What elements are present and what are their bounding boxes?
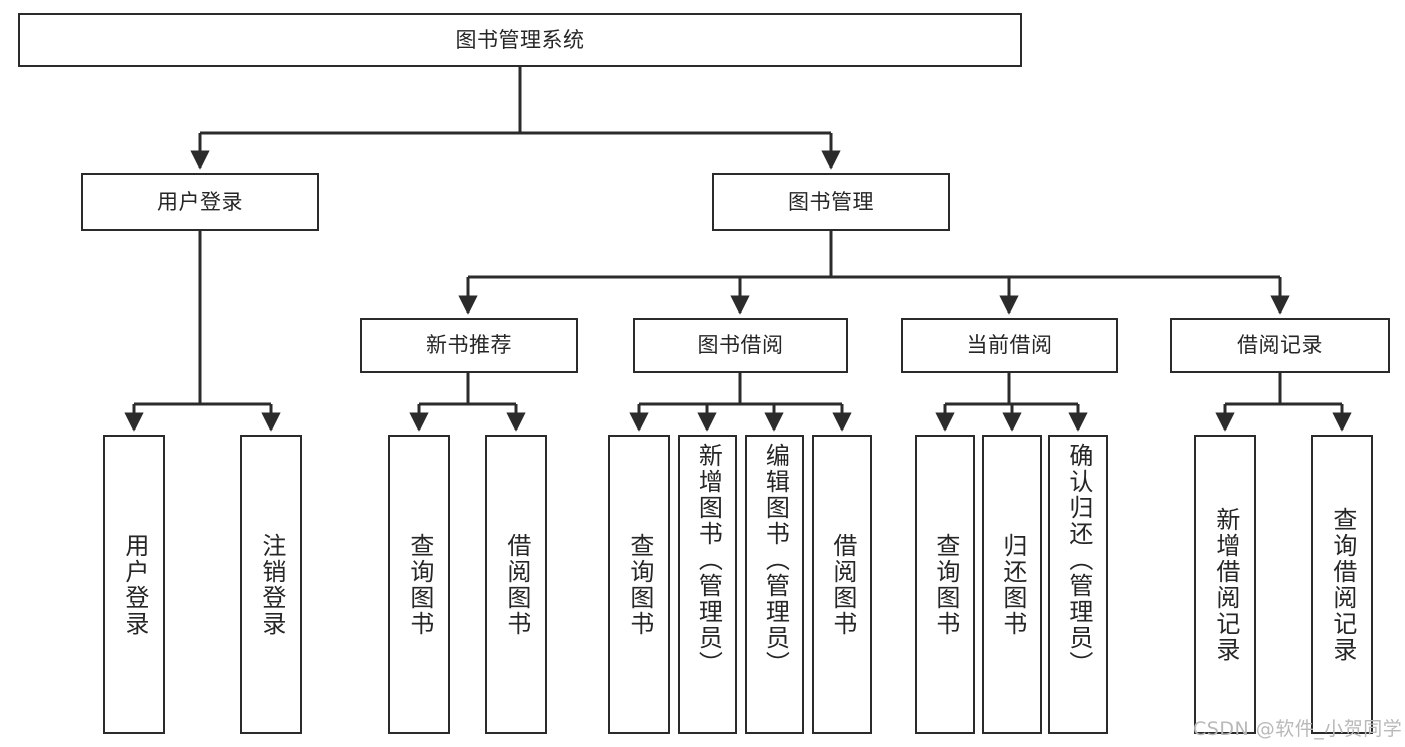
node-label-leaf-return-book: 归还图书 [998, 532, 1027, 637]
node-leaf-add-record[interactable]: 新增借阅记录 [1194, 435, 1256, 734]
node-borrow-record[interactable]: 借阅记录 [1170, 318, 1390, 373]
node-label-leaf-borrow-book-2: 借阅图书 [828, 532, 857, 637]
node-root[interactable]: 图书管理系统 [18, 13, 1022, 67]
node-leaf-edit-book[interactable]: 编辑图书（管理员） [745, 435, 804, 734]
node-book-manage[interactable]: 图书管理 [712, 173, 950, 231]
node-label-leaf-user-login: 用户登录 [120, 532, 149, 637]
node-label-borrow-record: 借阅记录 [1237, 333, 1323, 358]
node-label-root: 图书管理系统 [455, 27, 585, 52]
node-label-leaf-query-book-2: 查询图书 [625, 532, 654, 637]
node-leaf-add-book[interactable]: 新增图书（管理员） [678, 435, 737, 734]
node-label-current-borrow: 当前借阅 [966, 333, 1053, 358]
node-label-leaf-logout: 注销登录 [257, 532, 286, 637]
node-label-user-login: 用户登录 [157, 189, 243, 214]
node-leaf-query-record[interactable]: 查询借阅记录 [1311, 435, 1373, 734]
node-leaf-query-book-3[interactable]: 查询图书 [915, 435, 975, 734]
node-new-book-recommend[interactable]: 新书推荐 [360, 318, 578, 373]
node-leaf-return-book[interactable]: 归还图书 [982, 435, 1042, 734]
node-label-leaf-confirm-return: 确认归还（管理员） [1064, 443, 1093, 677]
node-leaf-logout[interactable]: 注销登录 [240, 435, 302, 734]
node-label-new-book-recommend: 新书推荐 [426, 333, 512, 358]
node-label-leaf-add-book: 新增图书（管理员） [694, 443, 723, 677]
node-label-book-manage: 图书管理 [788, 189, 874, 214]
node-leaf-query-book-1[interactable]: 查询图书 [388, 435, 450, 734]
node-label-leaf-borrow-book-1: 借阅图书 [502, 532, 531, 637]
node-label-leaf-edit-book: 编辑图书（管理员） [761, 443, 790, 677]
node-leaf-confirm-return[interactable]: 确认归还（管理员） [1048, 435, 1108, 734]
node-label-leaf-query-book-3: 查询图书 [931, 532, 960, 637]
node-current-borrow[interactable]: 当前借阅 [901, 318, 1118, 373]
node-label-leaf-query-book-1: 查询图书 [405, 532, 434, 637]
node-label-leaf-query-record: 查询借阅记录 [1328, 506, 1357, 663]
node-leaf-borrow-book-1[interactable]: 借阅图书 [485, 435, 547, 734]
node-label-book-borrow: 图书借阅 [697, 333, 784, 358]
node-label-leaf-add-record: 新增借阅记录 [1211, 506, 1240, 663]
node-leaf-query-book-2[interactable]: 查询图书 [608, 435, 670, 734]
node-book-borrow[interactable]: 图书借阅 [633, 318, 848, 373]
node-leaf-borrow-book-2[interactable]: 借阅图书 [812, 435, 872, 734]
node-leaf-user-login[interactable]: 用户登录 [103, 435, 165, 734]
node-user-login[interactable]: 用户登录 [81, 173, 319, 231]
